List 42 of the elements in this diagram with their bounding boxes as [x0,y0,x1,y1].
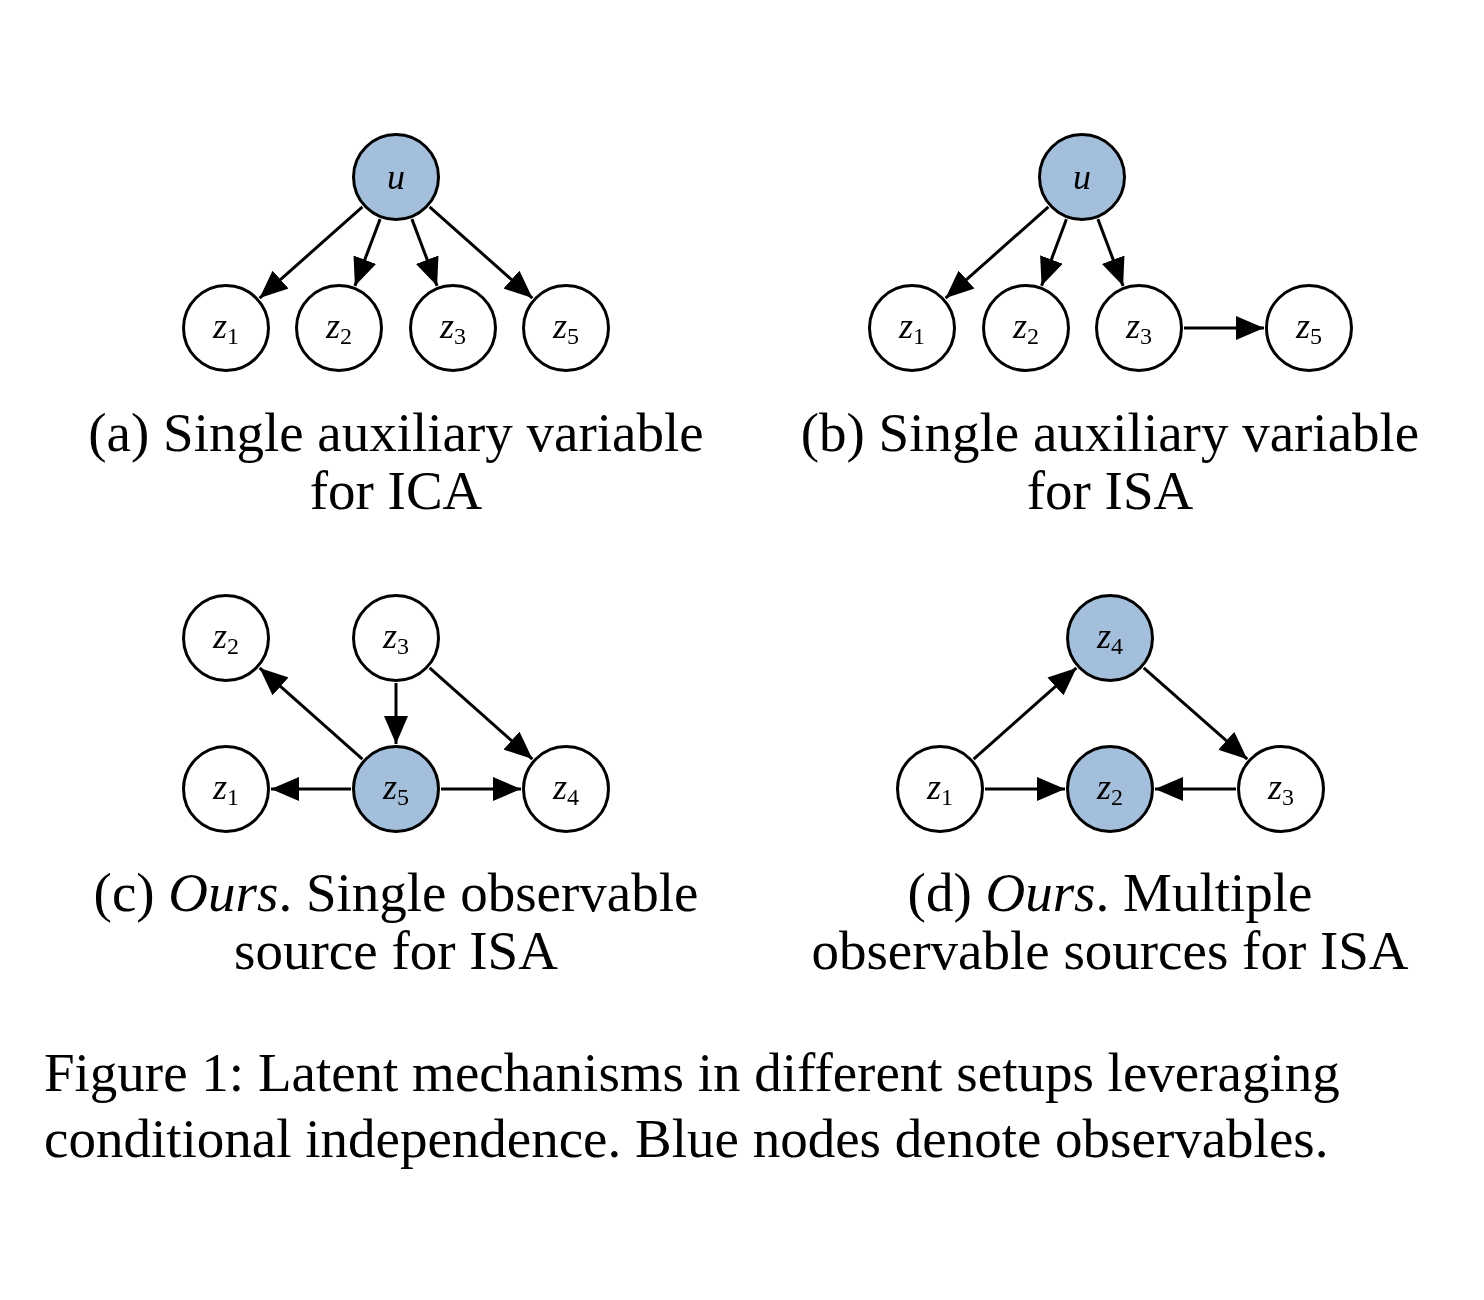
arrow [441,777,521,801]
node-label: z$_{3}$ [440,308,466,348]
node-label: z$_{1}$ [927,769,953,809]
arrow [985,777,1065,801]
arrow [271,777,351,801]
node-label: z$_{5}$ [1296,308,1322,348]
arrow [972,666,1078,761]
arrow [1096,218,1125,287]
node-label: z$_{2}$ [1097,769,1123,809]
arrow [258,205,364,300]
subfigure-caption: (c) Ours. Single observable source for ISA [92,864,700,980]
arrow [1040,218,1068,287]
node-label: z$_{4}$ [1097,618,1123,658]
arrow [428,205,534,300]
node-label: z$_{3}$ [1126,308,1152,348]
node-label: z$_{4}$ [553,769,579,809]
arrow [258,666,364,761]
arrow [428,666,534,761]
node-label: z$_{5}$ [383,769,409,809]
node-label: z$_{1}$ [899,308,925,348]
observed-node-circle [352,133,440,221]
subfigure-caption: (d) Ours. Multiple observable sources for ISA [810,864,1410,980]
node-label: z$_{2}$ [213,618,239,658]
node-label: z$_{2}$ [326,308,352,348]
subfigure-caption: (b) Single auxiliary variable for ISA [800,404,1420,520]
figure-caption: Figure 1: Latent mechanisms in different setups leveraging conditional independence. Blue nodes denote observables. [44,1041,1341,1171]
arrow [1155,777,1236,801]
node-label: z$_{3}$ [1268,769,1294,809]
node-label: u [387,159,405,195]
node-label: z$_{2}$ [1013,308,1039,348]
node-label: u [1073,159,1091,195]
node-label: z$_{5}$ [553,308,579,348]
arrow [353,218,382,287]
arrow [410,218,439,287]
arrow [1142,666,1249,761]
node-label: z$_{3}$ [383,618,409,658]
node-label: z$_{1}$ [213,308,239,348]
node-label: z$_{1}$ [213,769,239,809]
arrow [384,683,408,744]
arrow [944,205,1050,300]
subfigure-caption: (a) Single auxiliary variable for ICA [87,404,705,520]
arrow [1184,316,1264,340]
